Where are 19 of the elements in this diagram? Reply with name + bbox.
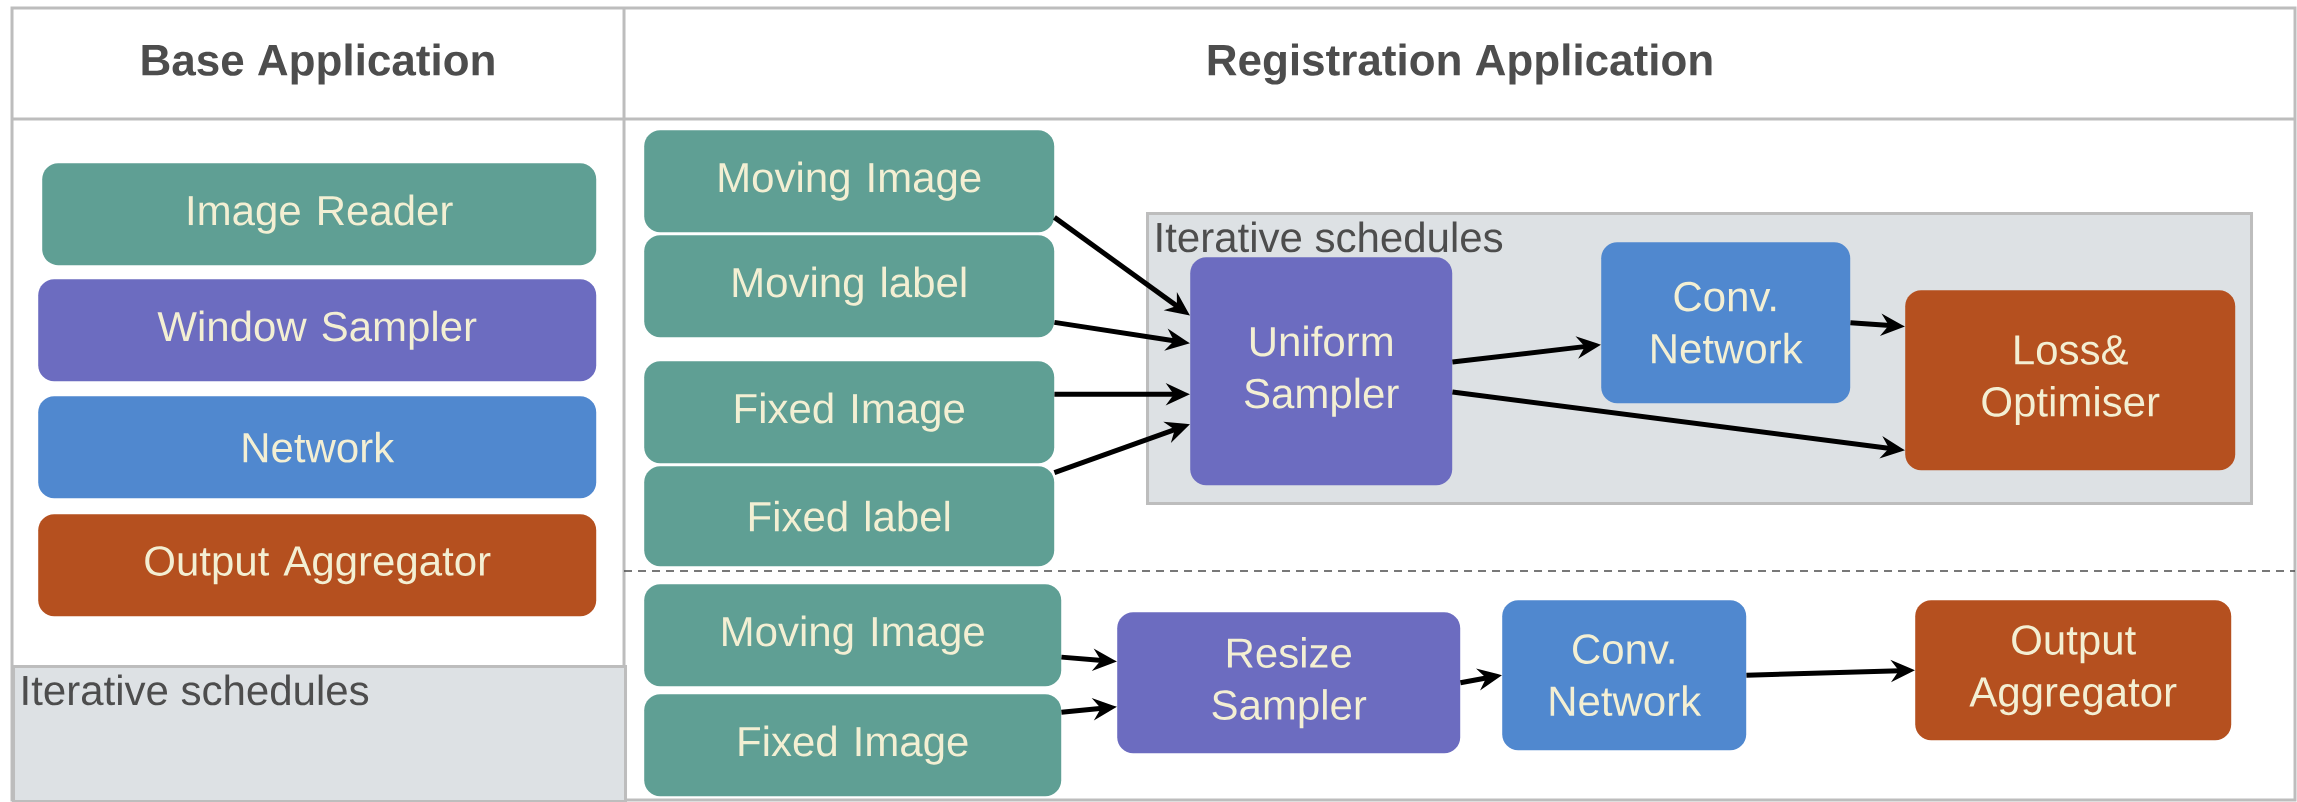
process-box: Resize Sampler [1117,612,1461,754]
process-box: Fixed label [644,466,1055,567]
process-box: Conv. Network [1502,600,1747,751]
process-box: Image Reader [42,163,597,266]
process-box: Output Aggregator [1915,600,2232,741]
process-box: Uniform Sampler [1190,257,1453,486]
process-box: Conv. Network [1601,242,1851,404]
process-box: Loss& Optimiser [1905,290,2236,471]
process-box: Network [38,396,597,499]
process-box: Fixed Image [644,361,1055,464]
process-box: Moving label [644,235,1055,338]
process-box: Window Sampler [38,279,597,382]
column-heading: Registration Application [1208,43,1712,85]
process-box: Moving Image [644,584,1062,687]
schedule-panel: Iterative schedules [12,665,627,802]
process-box: Output Aggregator [38,514,597,617]
column-heading: Base Application [142,43,494,85]
process-box: Fixed Image [644,694,1062,797]
process-box: Moving Image [644,130,1055,233]
